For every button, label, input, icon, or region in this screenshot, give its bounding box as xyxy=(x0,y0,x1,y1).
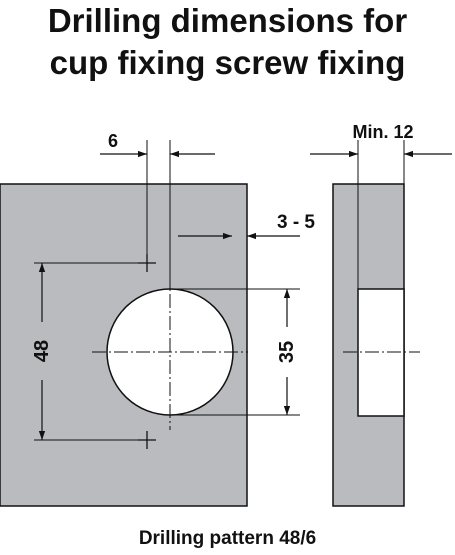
title-line-1: Drilling dimensions for xyxy=(47,2,408,39)
extension-lines xyxy=(34,140,405,441)
centre-lines xyxy=(92,272,420,430)
dimension-35-label: 35 xyxy=(276,341,298,363)
dimension-48-label: 48 xyxy=(31,340,53,362)
diagram-caption: Drilling pattern 48/6 xyxy=(138,528,317,549)
page-title: Drilling dimensions for cup fixing screw… xyxy=(0,0,455,84)
dimension-6-label: 6 xyxy=(108,131,118,151)
title-line-2: cup fixing screw fixing xyxy=(49,44,406,81)
dimension-3-5-label: 3 - 5 xyxy=(277,212,315,233)
dimension-min-12-label: Min. 12 xyxy=(352,122,413,142)
